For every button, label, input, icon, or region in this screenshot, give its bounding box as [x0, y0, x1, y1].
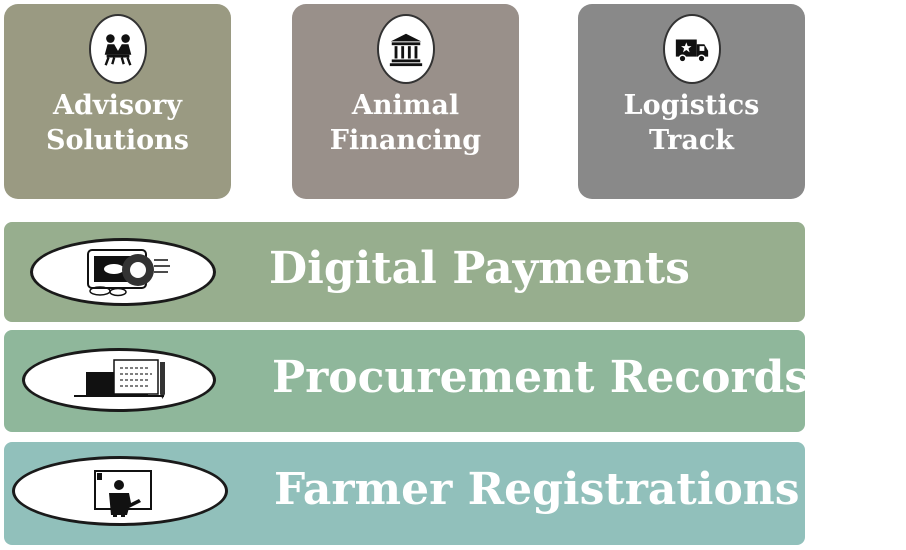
records-folder-icon — [22, 348, 216, 412]
tile-label-line1: Animal — [351, 90, 460, 121]
bar-procurement-records[interactable]: Procurement Records — [4, 330, 809, 432]
tile-advisory-solutions[interactable]: Advisory Solutions — [4, 4, 231, 199]
tile-animal-financing[interactable]: Animal Financing — [292, 4, 519, 199]
bar-label: Digital Payments — [269, 243, 690, 294]
tile-label-line1: Advisory — [53, 90, 182, 121]
presenter-board-icon — [12, 456, 228, 526]
tile-label-line1: Logistics — [623, 90, 760, 121]
bar-label: Farmer Registrations — [274, 464, 800, 515]
bar-farmer-registrations[interactable]: Farmer Registrations — [4, 442, 805, 545]
bar-label: Procurement Records — [272, 352, 810, 403]
bank-icon — [376, 14, 435, 84]
delivery-truck-icon — [662, 14, 721, 84]
tile-logistics-track[interactable]: Logistics Track — [578, 4, 805, 199]
advisory-meeting-icon — [88, 14, 147, 84]
tile-label-line2: Financing — [329, 125, 482, 156]
tile-label-line2: Track — [649, 125, 734, 156]
tile-label-line2: Solutions — [46, 125, 189, 156]
payment-card-icon — [30, 238, 216, 306]
bar-digital-payments[interactable]: Digital Payments — [4, 222, 805, 322]
